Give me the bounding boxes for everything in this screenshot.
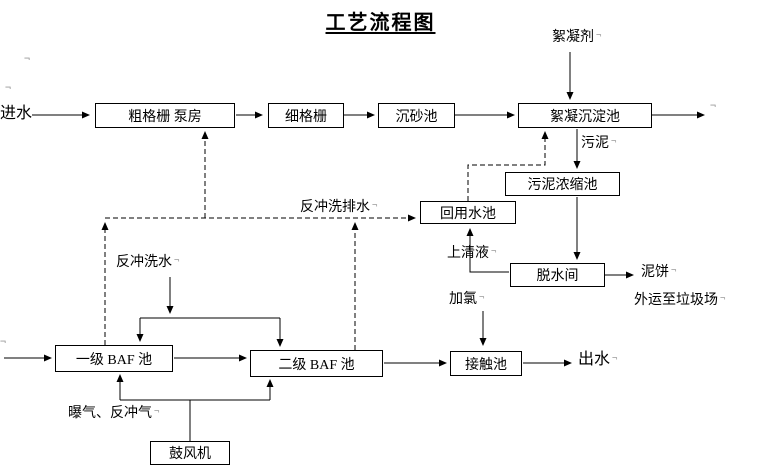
label-flocculant: 絮凝剂¬ bbox=[552, 30, 602, 45]
box-baf-stage1: 一级 BAF 池 bbox=[55, 345, 173, 372]
box-coarse-screen-pump-house: 粗格栅 泵房 bbox=[95, 103, 235, 128]
box-blower: 鼓风机 bbox=[150, 441, 230, 465]
label-backwash-water: 反冲洗水¬ bbox=[116, 255, 180, 270]
format-mark: ¬ bbox=[5, 83, 12, 94]
dashed-reuse-to-floc bbox=[467, 131, 549, 201]
box-grit-chamber: 沉砂池 bbox=[378, 103, 455, 128]
label-supernatant: 上清液¬ bbox=[447, 246, 497, 261]
page-title: 工艺流程图 bbox=[325, 12, 436, 34]
format-mark: ¬ bbox=[596, 31, 602, 41]
format-mark: ¬ bbox=[491, 247, 497, 257]
label-aeration-backwash-air: 曝气、反冲气¬ bbox=[68, 406, 160, 421]
format-mark: ¬ bbox=[671, 266, 677, 276]
label-sludge: 污泥¬ bbox=[581, 136, 617, 151]
box-reuse-water-tank: 回用水池 bbox=[420, 201, 516, 224]
format-mark: ¬ bbox=[174, 256, 180, 266]
label-outflow: 出水¬ bbox=[578, 351, 618, 368]
label-backwash-drain: 反冲洗排水¬ bbox=[300, 200, 378, 215]
format-mark: ¬ bbox=[154, 407, 160, 417]
format-mark: ¬ bbox=[710, 101, 717, 112]
box-contact-tank: 接触池 bbox=[450, 351, 522, 376]
label-mud-cake: 泥饼¬ bbox=[641, 265, 677, 280]
format-mark: ¬ bbox=[720, 294, 726, 304]
label-landfill: 外运至垃圾场¬ bbox=[634, 293, 726, 308]
box-baf-stage2: 二级 BAF 池 bbox=[250, 350, 383, 377]
format-mark: ¬ bbox=[479, 293, 485, 303]
box-dewatering-room: 脱水间 bbox=[510, 263, 605, 287]
arrow-supernatant-to-reuse bbox=[466, 228, 509, 273]
label-chlorine: 加氯¬ bbox=[449, 292, 485, 307]
box-sludge-thickening-tank: 污泥浓缩池 bbox=[505, 172, 620, 196]
box-flocculation-sedimentation-tank: 絮凝沉淀池 bbox=[518, 103, 652, 128]
format-mark: ¬ bbox=[611, 137, 617, 147]
box-fine-screen: 细格栅 bbox=[268, 103, 344, 128]
format-mark: ¬ bbox=[0, 337, 7, 348]
label-inflow: 进水 bbox=[0, 105, 33, 122]
format-mark: ¬ bbox=[24, 54, 31, 65]
format-mark: ¬ bbox=[372, 201, 378, 211]
format-mark: ¬ bbox=[612, 354, 618, 364]
